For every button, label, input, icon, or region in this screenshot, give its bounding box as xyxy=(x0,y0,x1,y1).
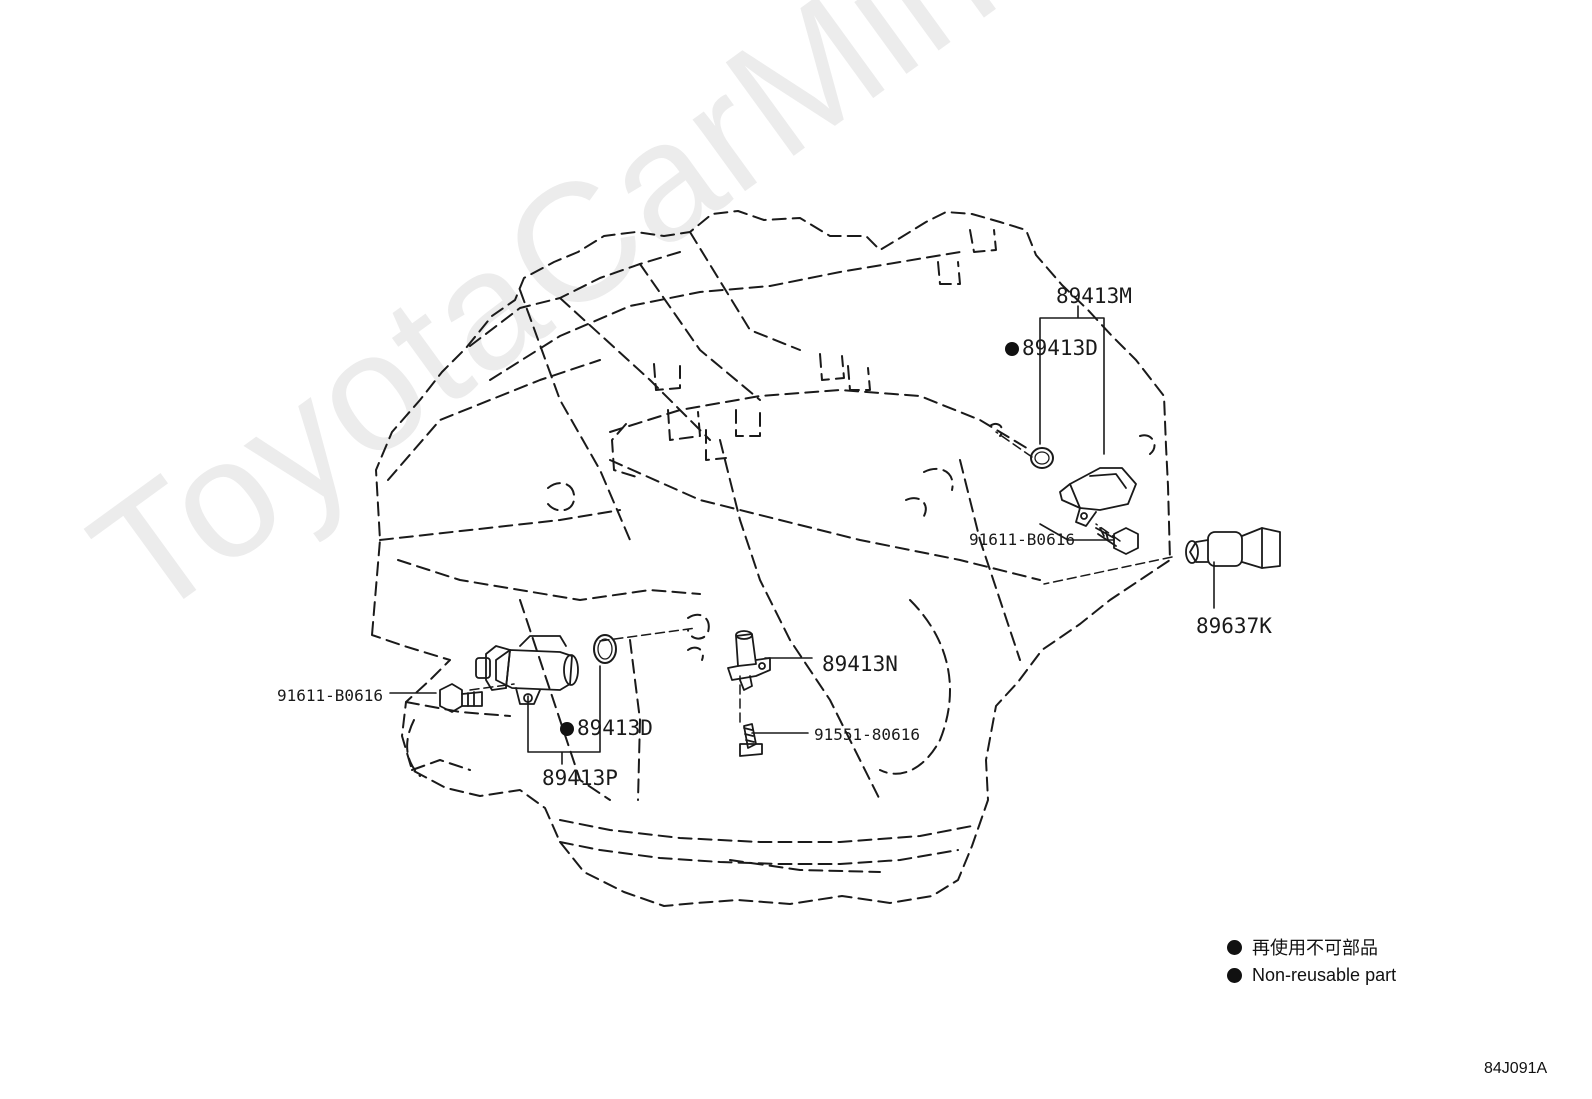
part-label-89413D-lower[interactable]: 89413D xyxy=(560,718,653,739)
part-label-91611-B0616-upper[interactable]: 91611-B0616 xyxy=(969,530,1075,549)
diagram-code: 84J091A xyxy=(1484,1060,1548,1077)
legend-row-en: Non-reusable part xyxy=(1227,961,1396,989)
callout-brackets xyxy=(389,305,1215,765)
part-label-91611-B0616-lower[interactable]: 91611-B0616 xyxy=(277,686,383,705)
bolt-lower xyxy=(439,683,483,713)
sensor-89413M xyxy=(1059,467,1137,527)
leader-lines xyxy=(469,431,1173,723)
bolt-91551 xyxy=(739,723,763,757)
nonreusable-dot-icon xyxy=(1227,939,1242,955)
gasket-lower xyxy=(593,634,617,664)
part-label-89413D-upper[interactable]: 89413D xyxy=(1005,338,1098,359)
part-label-89413N[interactable]: 89413N xyxy=(822,652,898,676)
legend-text-en: Non-reusable part xyxy=(1252,964,1397,985)
legend-row-ja: 再使用不可部品 xyxy=(1227,933,1396,961)
nonreusable-dot-icon xyxy=(560,722,574,736)
nonreusable-dot-icon xyxy=(1227,967,1242,983)
sensor-89413P xyxy=(475,635,579,705)
gasket-upper xyxy=(1030,447,1054,469)
legend-text-ja: 再使用不可部品 xyxy=(1252,938,1378,958)
sensor-89413N xyxy=(727,630,771,691)
bolt-upper xyxy=(1095,527,1139,555)
part-label-91551-80616[interactable]: 91551-80616 xyxy=(814,725,920,744)
legend: 再使用不可部品 Non-reusable part xyxy=(1227,933,1396,989)
housing-outline xyxy=(371,210,1171,907)
nonreusable-dot-icon xyxy=(1005,342,1019,356)
part-label-89413M[interactable]: 89413M xyxy=(1056,284,1132,308)
part-label-89637K[interactable]: 89637K xyxy=(1196,614,1272,638)
switch-89637K xyxy=(1185,527,1281,569)
part-label-89413P[interactable]: 89413P xyxy=(542,766,618,790)
